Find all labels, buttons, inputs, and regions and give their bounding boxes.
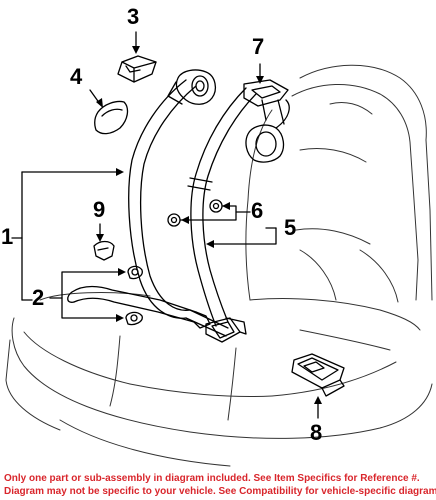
callout-5: 5 [284,215,297,240]
seat-belt-diagram [5,31,433,467]
seat-outline [5,64,433,467]
callout-2: 2 [32,285,45,310]
part-3-belt-guide [117,55,157,83]
leader-lines [11,31,322,419]
part-2-buckle-assembly [67,265,211,329]
seat-belt-webbing-right [187,87,257,327]
retractor [245,99,290,163]
part-9-clip [93,240,115,261]
callout-1: 1 [1,224,14,249]
belt-guide-top [167,69,217,105]
disclaimer-footer: Only one part or sub-assembly in diagram… [0,470,436,500]
callout-4: 4 [70,64,83,89]
disclaimer-line-2: Diagram may not be specific to your vehi… [4,486,436,497]
callout-9: 9 [93,197,106,222]
part-6-anchor-bolts [167,199,223,227]
part-7-upper-guide [243,79,289,125]
part-8-buckle-receptacle [291,353,345,397]
seat-belt-webbing-left [128,79,229,337]
callout-7: 7 [252,34,265,59]
disclaimer-line-1: Only one part or sub-assembly in diagram… [4,473,420,484]
part-4-trim-cover [94,100,129,135]
callout-8: 8 [310,420,323,445]
belt-buckle [205,317,247,343]
callout-6: 6 [251,198,264,223]
callout-3: 3 [127,4,140,29]
